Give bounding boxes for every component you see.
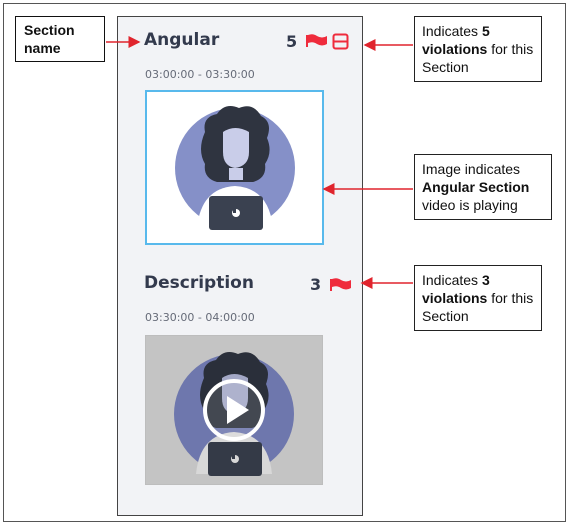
person-with-laptop-icon (175, 106, 295, 230)
callout-3-violations-pre: Indicates (422, 272, 482, 288)
callout-5-violations-post: for this Section (422, 41, 534, 75)
violation-count-angular: 5 (286, 32, 298, 51)
flag-icon[interactable] (306, 34, 328, 48)
flag-icon[interactable] (330, 278, 352, 292)
callout-5-violations-bold: 5 violations (422, 23, 490, 57)
callout-image-playing-bold: Angular Section (422, 179, 530, 195)
callout-image-playing: Image indicates Angular Section video is… (414, 154, 552, 220)
callout-image-playing-post: video is playing (422, 197, 518, 213)
callout-3-violations-post: for this Section (422, 290, 534, 324)
callout-5-violations-pre: Indicates (422, 23, 482, 39)
section-time-angular: 03:00:00 - 03:30:00 (145, 68, 255, 81)
panel-layout-icon[interactable] (332, 33, 349, 50)
callout-3-violations: Indicates 3 violations for this Section (414, 265, 542, 331)
figure-frame (3, 3, 566, 522)
video-thumbnail-description[interactable] (145, 335, 323, 485)
section-title-description[interactable]: Description (144, 273, 254, 293)
section-time-description: 03:30:00 - 04:00:00 (145, 311, 255, 324)
section-name-callout-text: Section name (24, 22, 75, 56)
callout-5-violations: Indicates 5 violations for this Section (414, 16, 542, 82)
callout-3-violations-bold: 3 violations (422, 272, 490, 306)
violation-count-description: 3 (310, 275, 322, 294)
section-list-panel: Angular 5 03:00:00 - 03:30:00 Descriptio… (117, 16, 363, 516)
play-icon[interactable] (202, 378, 266, 442)
section-name-callout: Section name (15, 16, 105, 62)
video-thumbnail-angular-playing[interactable] (145, 90, 324, 245)
section-title-angular[interactable]: Angular (144, 30, 220, 50)
callout-image-playing-pre: Image indicates (422, 161, 521, 177)
